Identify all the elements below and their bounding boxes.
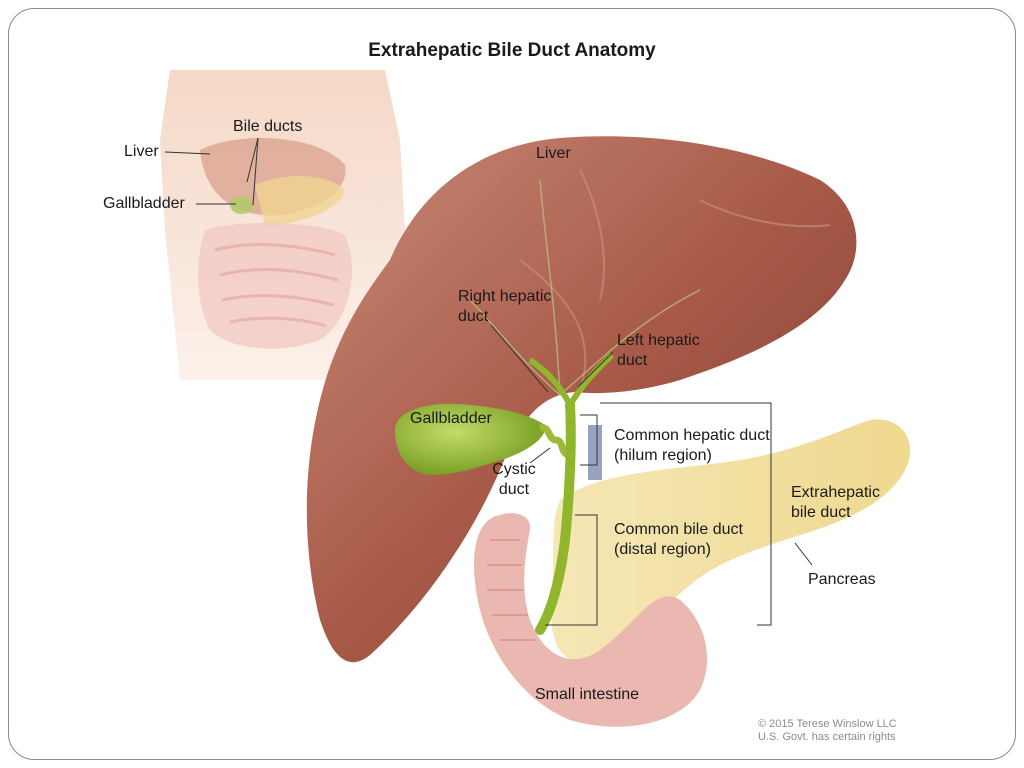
inset-torso <box>160 70 405 380</box>
copyright-notice: © 2015 Terese Winslow LLC U.S. Govt. has… <box>758 718 897 744</box>
common-hepatic-duct-label: Common hepatic duct (hilum region) <box>614 427 770 464</box>
page-title: Extrahepatic Bile Duct Anatomy <box>368 40 656 61</box>
small-intestine-organ <box>474 513 708 727</box>
extrahepatic-bracket <box>600 402 772 626</box>
common-bile-duct-label: Common bile duct (distal region) <box>614 521 743 558</box>
right-hepatic-duct-label: Right hepatic duct <box>458 288 552 325</box>
inset-bile-ducts-label: Bile ducts <box>233 118 303 135</box>
pancreas-label: Pancreas <box>808 571 876 588</box>
liver-label: Liver <box>536 145 571 162</box>
gallbladder-organ <box>395 403 546 475</box>
copyright-line-1: © 2015 Terese Winslow LLC <box>758 718 897 730</box>
inset-gallbladder <box>230 196 254 214</box>
inset-intestine <box>198 223 352 349</box>
gallbladder-label: Gallbladder <box>410 410 492 427</box>
extrahepatic-bile-duct-label: Extrahepatic bile duct <box>791 484 880 521</box>
inset-pancreas <box>255 175 345 225</box>
inset-liver-label: Liver <box>124 143 159 160</box>
portal-vein <box>588 425 602 480</box>
common-bile-duct <box>535 400 576 635</box>
pancreas-organ <box>550 419 911 661</box>
small-intestine-label: Small intestine <box>535 686 640 703</box>
copyright-line-2: U.S. Govt. has certain rights <box>758 731 896 743</box>
inset-gallbladder-label: Gallbladder <box>103 195 185 212</box>
cystic-duct-label: Cystic duct <box>492 461 536 498</box>
common-bile-bracket <box>545 514 598 626</box>
cystic-duct <box>538 424 571 459</box>
common-hepatic-bracket <box>580 414 598 466</box>
left-hepatic-duct-label: Left hepatic duct <box>617 332 700 369</box>
liver-organ <box>306 136 857 663</box>
